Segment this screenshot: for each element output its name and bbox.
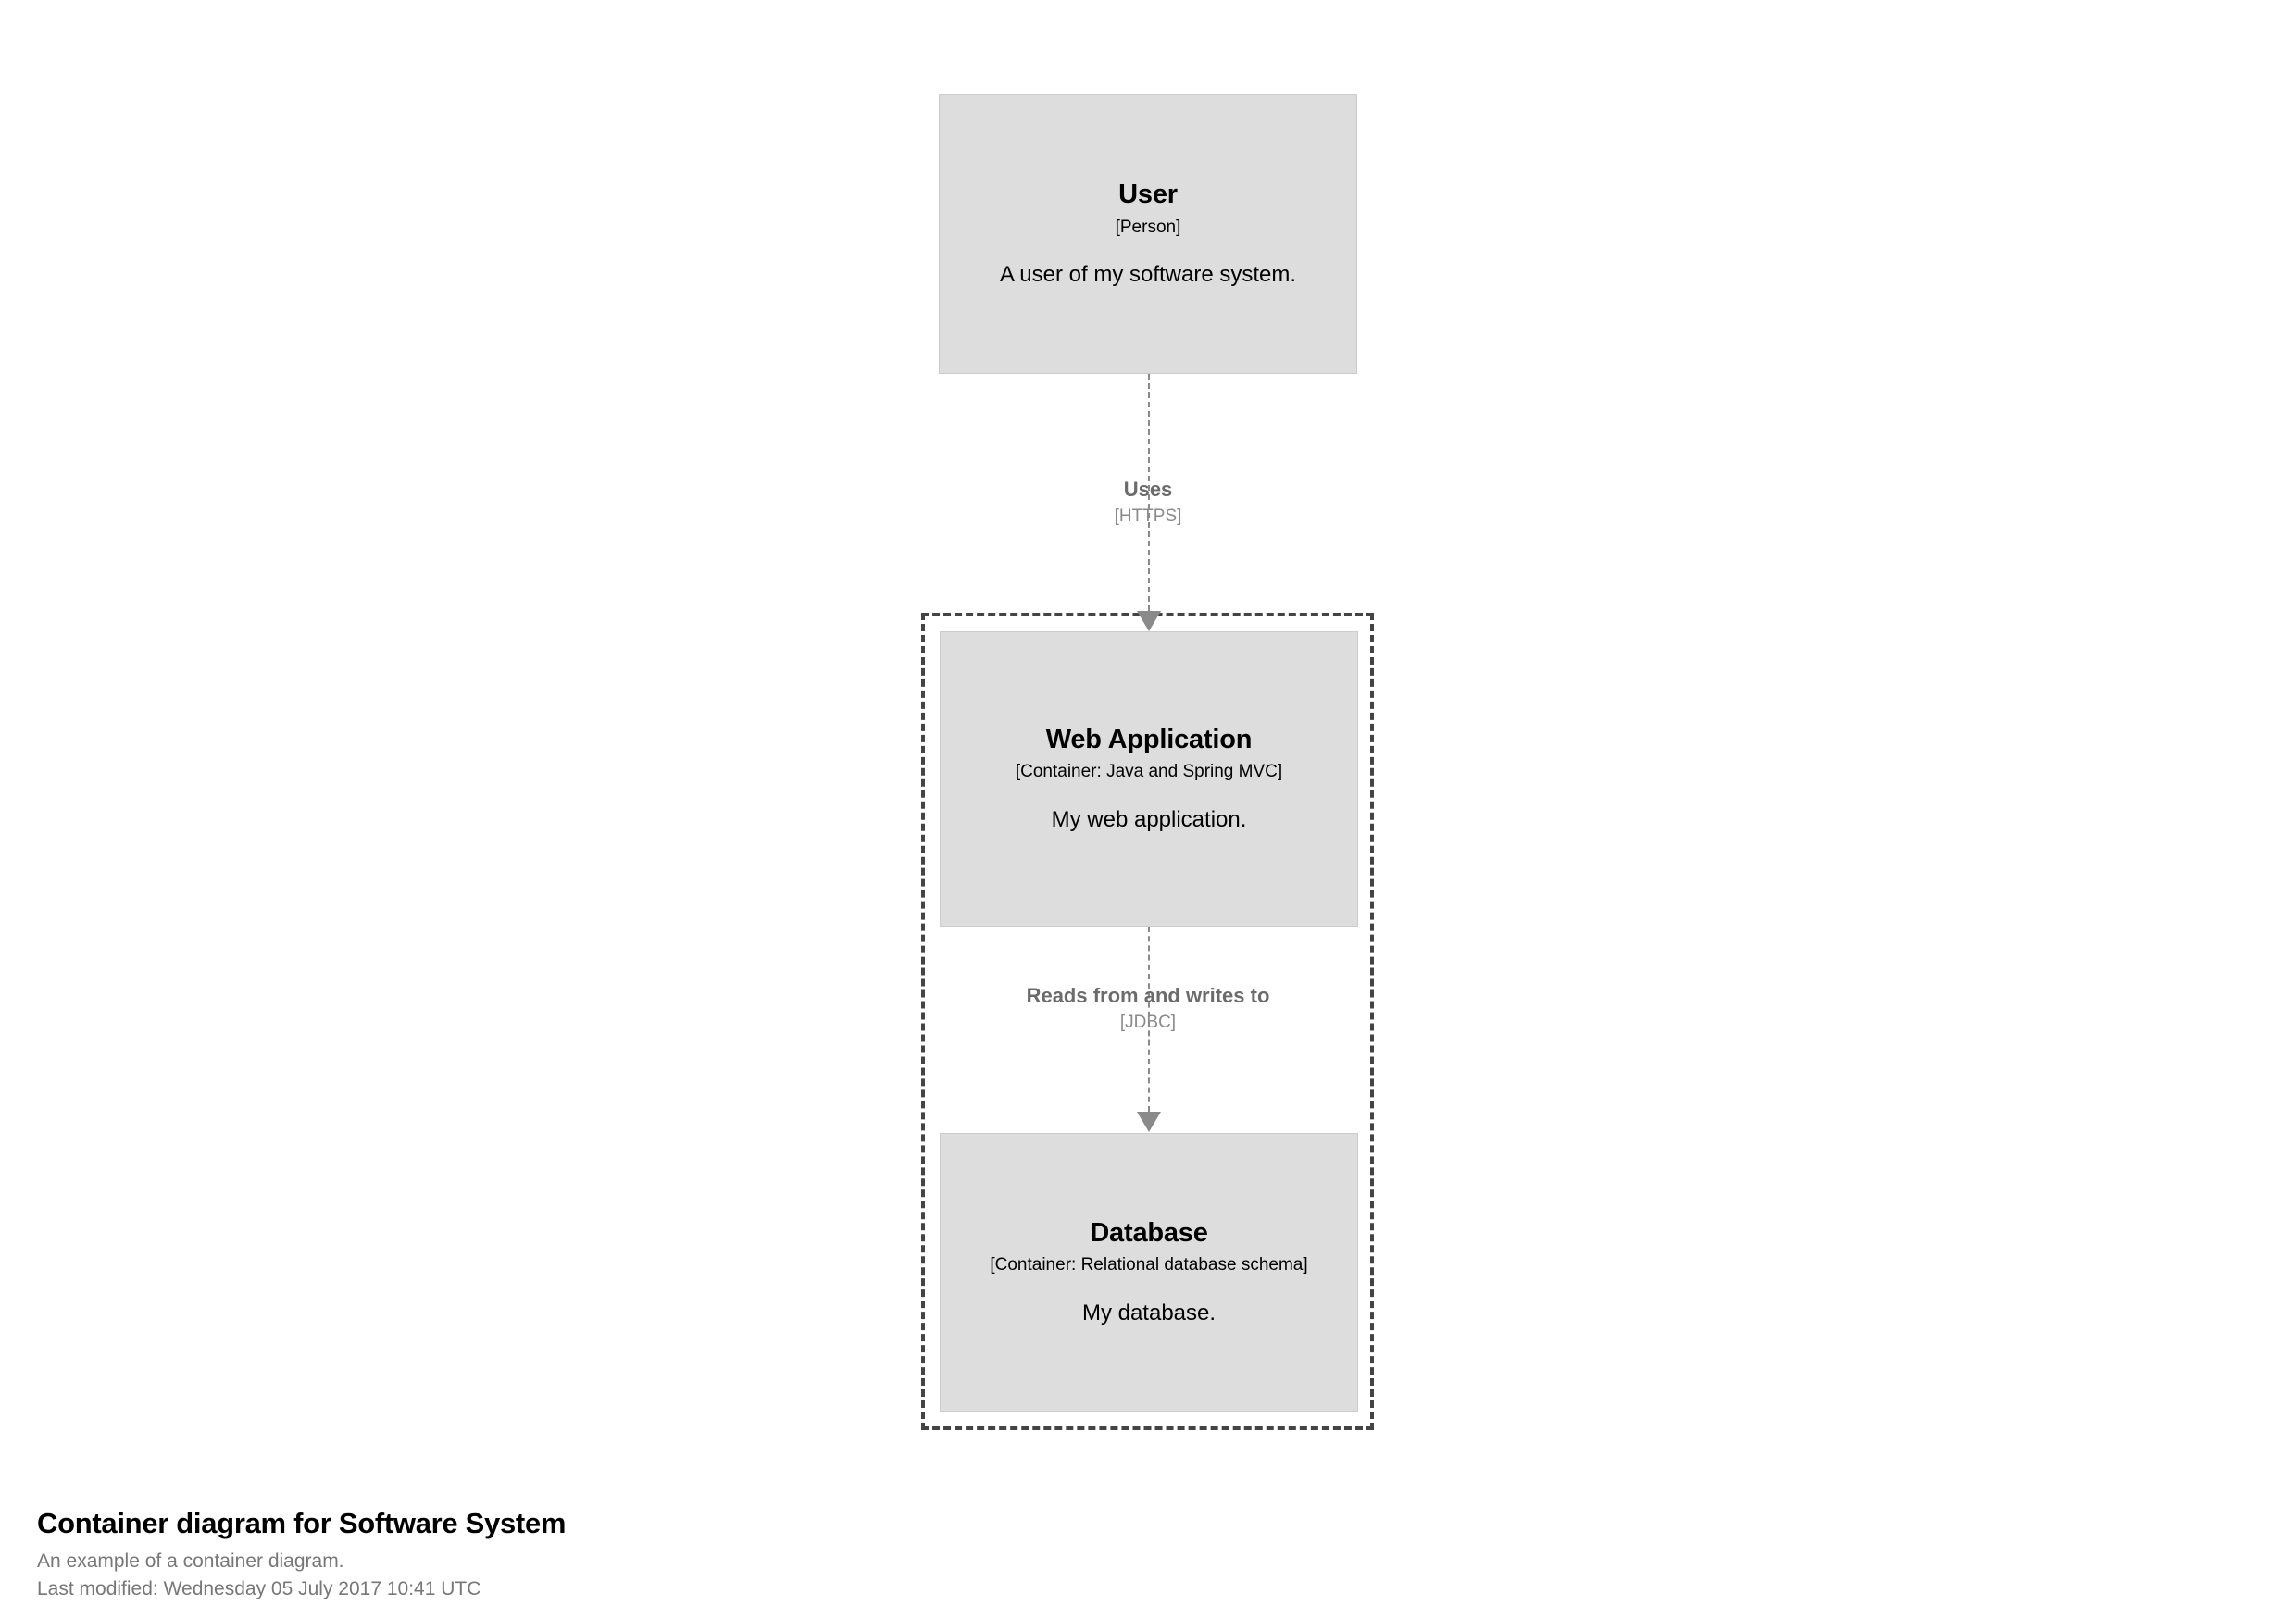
diagram-last-modified: Last modified: Wednesday 05 July 2017 10… xyxy=(37,1577,481,1599)
diagram-node-database[interactable]: Database [Container: Relational database… xyxy=(940,1133,1358,1412)
node-user-technology: [Person] xyxy=(1115,217,1181,237)
node-web-application-technology: [Container: Java and Spring MVC] xyxy=(1015,762,1283,782)
node-database-description: My database. xyxy=(1081,1300,1217,1326)
diagram-node-web-application[interactable]: Web Application [Container: Java and Spr… xyxy=(940,631,1358,927)
relationship-reads-writes-technology: [JDBC] xyxy=(1119,1013,1177,1033)
relationship-reads-writes-label: Reads from and writes to [JDBC] xyxy=(1000,983,1296,1034)
relationship-uses-label: Uses [HTTPS] xyxy=(1000,477,1296,528)
node-user-name: User xyxy=(1118,180,1178,210)
node-web-application-name: Web Application xyxy=(1045,724,1253,754)
relationship-reads-writes-description: Reads from and writes to xyxy=(1026,984,1270,1007)
relationship-uses-technology: [HTTPS] xyxy=(1114,506,1182,527)
node-web-application-description: My web application. xyxy=(1051,806,1247,832)
diagram-caption: Container diagram for Software System An… xyxy=(37,1506,1148,1602)
relationship-uses-arrowhead-icon xyxy=(1137,611,1161,631)
relationship-uses-line xyxy=(1148,374,1150,611)
node-database-name: Database xyxy=(1090,1217,1208,1248)
relationship-reads-writes-line xyxy=(1148,927,1150,1112)
relationship-uses-description: Uses xyxy=(1123,478,1173,501)
relationship-reads-writes-arrowhead-icon xyxy=(1137,1112,1161,1132)
node-database-technology: [Container: Relational database schema] xyxy=(990,1255,1308,1276)
diagram-node-user[interactable]: User [Person] A user of my software syst… xyxy=(939,94,1357,374)
diagram-title: Container diagram for Software System xyxy=(37,1507,567,1539)
node-user-description: A user of my software system. xyxy=(999,262,1297,288)
diagram-subtitle: An example of a container diagram. xyxy=(37,1550,344,1572)
